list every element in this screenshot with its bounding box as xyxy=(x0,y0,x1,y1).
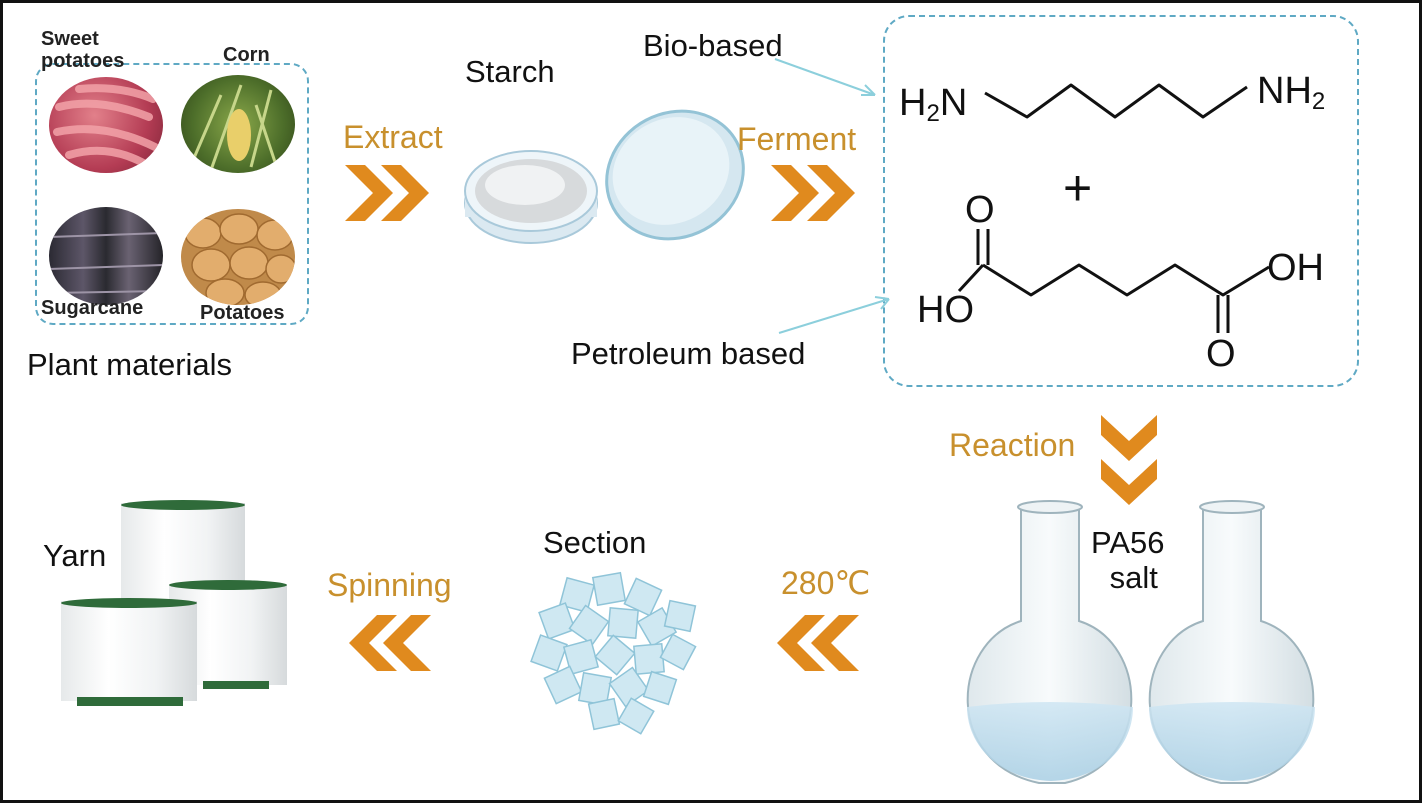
section-label: Section xyxy=(543,525,647,560)
bobbin-front xyxy=(61,598,197,706)
pa56-salt-label: PA56 salt xyxy=(1091,525,1165,595)
plant-materials-title: Plant materials xyxy=(27,347,233,382)
spinning-arrow-icon xyxy=(349,615,397,671)
plus-sign: + xyxy=(1063,160,1093,216)
sweet-potatoes-label: Sweet potatoes xyxy=(41,28,125,72)
sugarcane-label: Sugarcane xyxy=(41,297,144,319)
starch-label: Starch xyxy=(465,54,555,89)
corn-label: Corn xyxy=(223,44,270,66)
temperature-step-label: 280℃ xyxy=(781,565,871,601)
flask-right xyxy=(1148,500,1315,784)
molecule-bonds xyxy=(957,83,1270,333)
amine-right-group: NH2 xyxy=(1257,70,1326,115)
acid-bond-left-hydroxyl xyxy=(957,263,985,293)
pentanediamine-chain xyxy=(984,83,1248,119)
flask-left xyxy=(966,500,1133,784)
extract-arrow-icon xyxy=(345,165,393,221)
acid-hydroxyl-left: HO xyxy=(917,289,974,331)
reaction-step-label: Reaction xyxy=(949,427,1076,463)
extract-step-label: Extract xyxy=(343,119,443,155)
yarn-bobbins xyxy=(61,500,287,706)
pointer-lines xyxy=(774,58,890,334)
yarn-label: Yarn xyxy=(43,538,107,573)
ferment-arrow-icon xyxy=(771,165,819,221)
amine-left-group: H2N xyxy=(899,82,968,127)
acid-carbonyl-top: O xyxy=(965,189,995,231)
acid-carbonyl-bottom: O xyxy=(1206,333,1236,375)
potatoes-photo xyxy=(181,209,295,305)
petroleum-pointer-line xyxy=(778,298,890,334)
corn-photo xyxy=(181,75,295,173)
sweet-potatoes-photo xyxy=(49,77,163,173)
petroleum-based-label: Petroleum based xyxy=(571,336,806,371)
starch-petri-dish xyxy=(464,109,745,244)
adipic-acid-chain xyxy=(982,263,1270,297)
reaction-arrow-icon xyxy=(1101,415,1157,461)
spinning-step-label: Spinning xyxy=(327,567,452,603)
sugarcane-photo xyxy=(49,207,163,305)
section-chips xyxy=(530,571,697,735)
ferment-step-label: Ferment xyxy=(737,121,857,157)
bio-based-label: Bio-based xyxy=(643,28,783,63)
plant-materials-box xyxy=(35,63,309,325)
arrows-layer xyxy=(345,165,1157,671)
acid-hydroxyl-right: OH xyxy=(1267,247,1324,289)
flasks xyxy=(966,500,1315,784)
monomers-box xyxy=(883,15,1359,387)
heating-arrow-icon xyxy=(777,615,825,671)
bio-pointer-line xyxy=(774,58,876,96)
potatoes-label: Potatoes xyxy=(200,302,285,324)
